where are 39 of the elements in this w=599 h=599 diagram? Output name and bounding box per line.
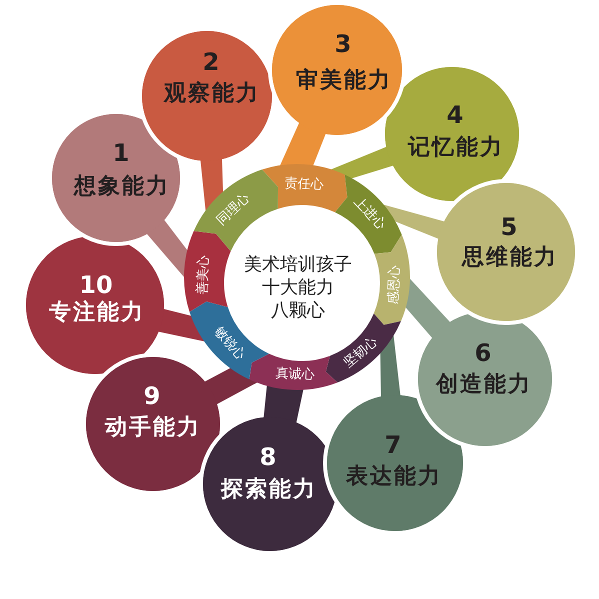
bubble-number: 7: [384, 432, 402, 458]
ring-segment: [334, 174, 402, 254]
bubble-label: 记忆能力: [406, 136, 504, 160]
center-text: 八颗心: [271, 301, 325, 321]
bubble-label: 观察能力: [162, 82, 260, 106]
segment-label: 真诚心: [274, 367, 314, 384]
segment-label: 上进心: [350, 195, 388, 234]
bubble-label: 动手能力: [104, 416, 201, 440]
bubble-label: 探索能力: [220, 478, 317, 502]
ring-segment: [193, 169, 279, 252]
segment-label: 坚韧心: [341, 335, 380, 372]
bubble-number: 1: [112, 140, 130, 166]
bubble-label: 创造能力: [434, 372, 532, 398]
bubble-label: 思维能力: [460, 246, 558, 270]
segment-label: 善美心: [196, 255, 212, 295]
bubble-label: 表达能力: [344, 464, 442, 490]
ring-segment: [249, 353, 338, 390]
bubble-number: 9: [144, 382, 160, 410]
bubble-label: 审美能力: [295, 68, 392, 94]
center-text: 十大能力: [262, 278, 334, 298]
ring-segment: [373, 234, 410, 325]
segment-label: 同理心: [215, 192, 254, 229]
bubble-number: 6: [474, 340, 492, 366]
segment-label: 责任心: [284, 176, 324, 193]
segment-label: 敏锐心: [210, 324, 247, 364]
bubble-number: 4: [446, 102, 464, 128]
bubble-number: 8: [260, 444, 276, 470]
segment-label: 感恩心: [386, 265, 404, 305]
bubble-number: 5: [500, 214, 518, 240]
bubble-label: 专注能力: [48, 300, 145, 326]
ring-segment: [325, 313, 402, 383]
ring-segment: [184, 231, 231, 312]
bubble-number: 2: [202, 48, 220, 76]
bubble-number: 10: [79, 272, 113, 298]
bubble-label: 想象能力: [72, 174, 170, 200]
center-text: 美术培训孩子: [244, 255, 352, 275]
ring-segment: [189, 301, 270, 380]
bubble-number: 3: [334, 30, 352, 58]
ring-segment: [262, 164, 348, 213]
